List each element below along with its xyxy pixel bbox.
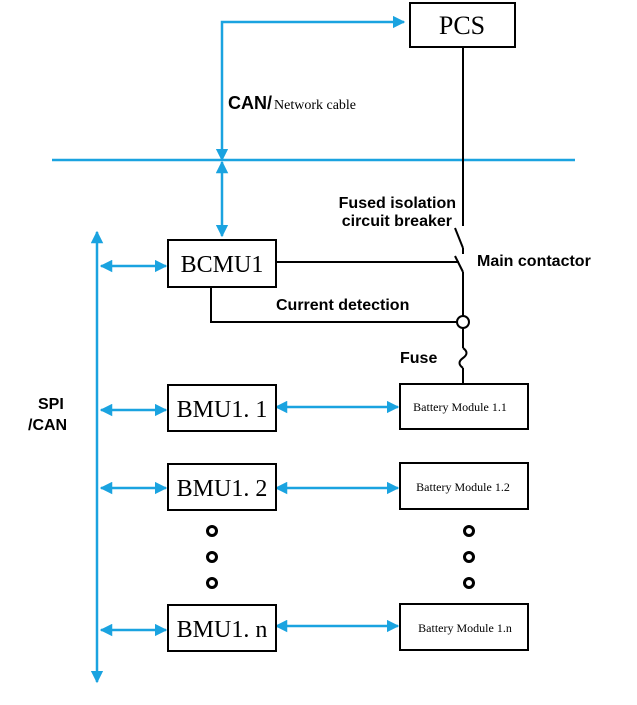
bcmu-box bbox=[167, 239, 277, 288]
pcs-can-link bbox=[215, 15, 406, 162]
ellipsis-dot bbox=[463, 525, 475, 537]
can-label: /CAN bbox=[28, 417, 67, 434]
battery-module-2-label: Battery Module 1.2 bbox=[416, 480, 510, 494]
battery-module-n-box bbox=[399, 603, 529, 651]
current-detection-label: Current detection bbox=[276, 297, 409, 314]
breaker-switch bbox=[454, 227, 464, 249]
breaker-label-line2: circuit breaker bbox=[342, 213, 452, 230]
fuse-label: Fuse bbox=[400, 350, 437, 367]
current-sensor-node bbox=[456, 315, 470, 329]
current-detection-line bbox=[210, 288, 457, 323]
ellipsis-dot bbox=[463, 551, 475, 563]
battery-module-1-label: Battery Module 1.1 bbox=[413, 400, 507, 414]
fuse-symbol bbox=[458, 347, 468, 369]
bmu-2-label: BMU1. 2 bbox=[177, 476, 268, 502]
pcs-label: PCS bbox=[439, 11, 485, 40]
bmu-1-box bbox=[167, 384, 277, 432]
battery-module-n-label: Battery Module 1.n bbox=[418, 621, 512, 635]
ellipsis-dot bbox=[206, 577, 218, 589]
bmu-n-label: BMU1. n bbox=[177, 617, 268, 643]
bmu-1-label: BMU1. 1 bbox=[177, 397, 268, 423]
battery-module-1-box bbox=[399, 383, 529, 430]
ellipsis-dot bbox=[463, 577, 475, 589]
can-network-label: CAN/Network cable bbox=[228, 93, 356, 113]
bmu-n-box bbox=[167, 604, 277, 652]
bmu-2-box bbox=[167, 463, 277, 511]
bcmu-label: BCMU1 bbox=[181, 252, 264, 278]
main-contactor-label: Main contactor bbox=[477, 253, 591, 270]
breaker-label-line1: Fused isolation bbox=[339, 195, 456, 212]
contactor-switch bbox=[454, 255, 464, 273]
pcs-box bbox=[409, 2, 516, 48]
spi-label: SPI bbox=[38, 396, 64, 413]
battery-module-2-box bbox=[399, 462, 529, 510]
ellipsis-dot bbox=[206, 551, 218, 563]
ellipsis-dot bbox=[206, 525, 218, 537]
